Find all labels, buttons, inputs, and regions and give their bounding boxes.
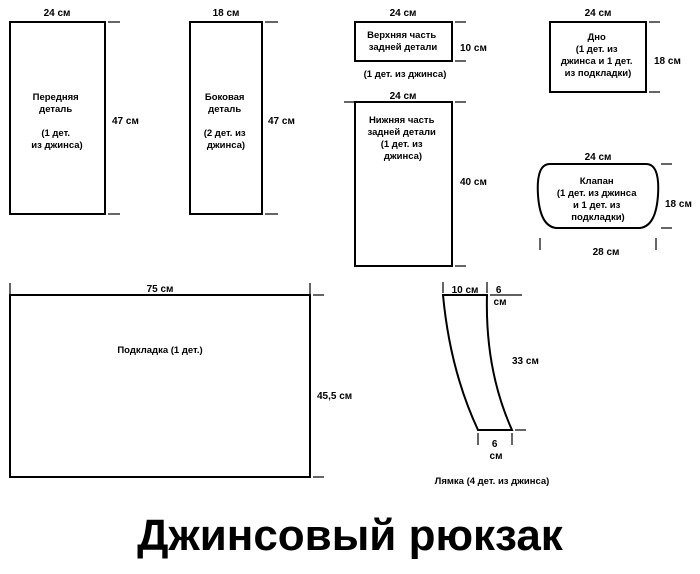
back-bottom-height: 40 см <box>460 177 487 188</box>
lining-height: 45,5 см <box>317 391 352 402</box>
pattern-diagram: 24 см 47 см Передняя деталь (1 дет. из д… <box>9 8 692 487</box>
page-title: Джинсовый рюкзак <box>137 511 563 560</box>
bottom-piece-outline <box>549 21 647 93</box>
flap-bottom-width: 28 см <box>593 247 620 258</box>
lining-piece-outline <box>9 294 311 478</box>
lining-width: 75 см <box>147 284 174 295</box>
front-width: 24 см <box>44 8 71 19</box>
flap-label: Клапан (1 дет. из джинса и 1 дет. из под… <box>557 176 639 223</box>
strap-piece-outline <box>441 294 514 431</box>
strap-bottom: 6 см <box>490 439 503 462</box>
bottom-label: Дно (1 дет. из джинса и 1 дет. из подкла… <box>561 32 635 79</box>
back-top-outline <box>354 21 453 62</box>
back-top-height: 10 см <box>460 43 487 54</box>
strap-piece: 10 см 6 см 33 см 6 см Лямка (4 дет. из д… <box>435 282 550 487</box>
lining-piece: 75 см 45,5 см Подкладка (1 дет.) <box>9 283 352 478</box>
bottom-height: 18 см <box>654 56 681 67</box>
back-bottom-width: 24 см <box>390 91 417 102</box>
flap-height: 18 см <box>665 199 692 210</box>
front-piece-outline <box>9 21 106 215</box>
side-piece-outline <box>189 21 263 215</box>
strap-label: Лямка (4 дет. из джинса) <box>435 476 550 487</box>
strap-length: 33 см <box>512 356 539 367</box>
back-bottom-piece: 24 см 40 см Нижняя часть задней детали (… <box>344 91 487 267</box>
lining-label: Подкладка (1 дет.) <box>117 345 202 356</box>
front-piece: 24 см 47 см Передняя деталь (1 дет. из д… <box>9 8 139 215</box>
flap-piece-outline <box>536 163 660 229</box>
side-height: 47 см <box>268 116 295 127</box>
strap-top-left: 10 см <box>452 285 479 296</box>
back-top-piece: 24 см 10 см Верхняя часть задней детали … <box>354 8 487 80</box>
flap-top-width: 24 см <box>585 152 612 163</box>
back-bottom-label: Нижняя часть задней детали (1 дет. из дж… <box>367 115 438 162</box>
front-height: 47 см <box>112 116 139 127</box>
bottom-piece: 24 см 18 см Дно (1 дет. из джинса и 1 де… <box>549 8 681 93</box>
back-top-note: (1 дет. из джинса) <box>364 69 447 80</box>
side-piece: 18 см 47 см Боковая деталь (2 дет. из дж… <box>189 8 295 215</box>
bottom-width: 24 см <box>585 8 612 19</box>
back-bottom-outline <box>354 101 453 267</box>
side-label: Боковая деталь (2 дет. из джинса) <box>204 92 249 151</box>
strap-top-right: 6 см <box>494 285 507 308</box>
back-top-label: Верхняя часть задней детали <box>367 30 439 53</box>
front-label: Передняя деталь (1 дет. из джинса) <box>31 92 82 151</box>
side-width: 18 см <box>213 8 240 19</box>
flap-piece: 24 см 18 см 28 см Клапан (1 дет. из джин… <box>536 152 692 258</box>
back-top-width: 24 см <box>390 8 417 19</box>
